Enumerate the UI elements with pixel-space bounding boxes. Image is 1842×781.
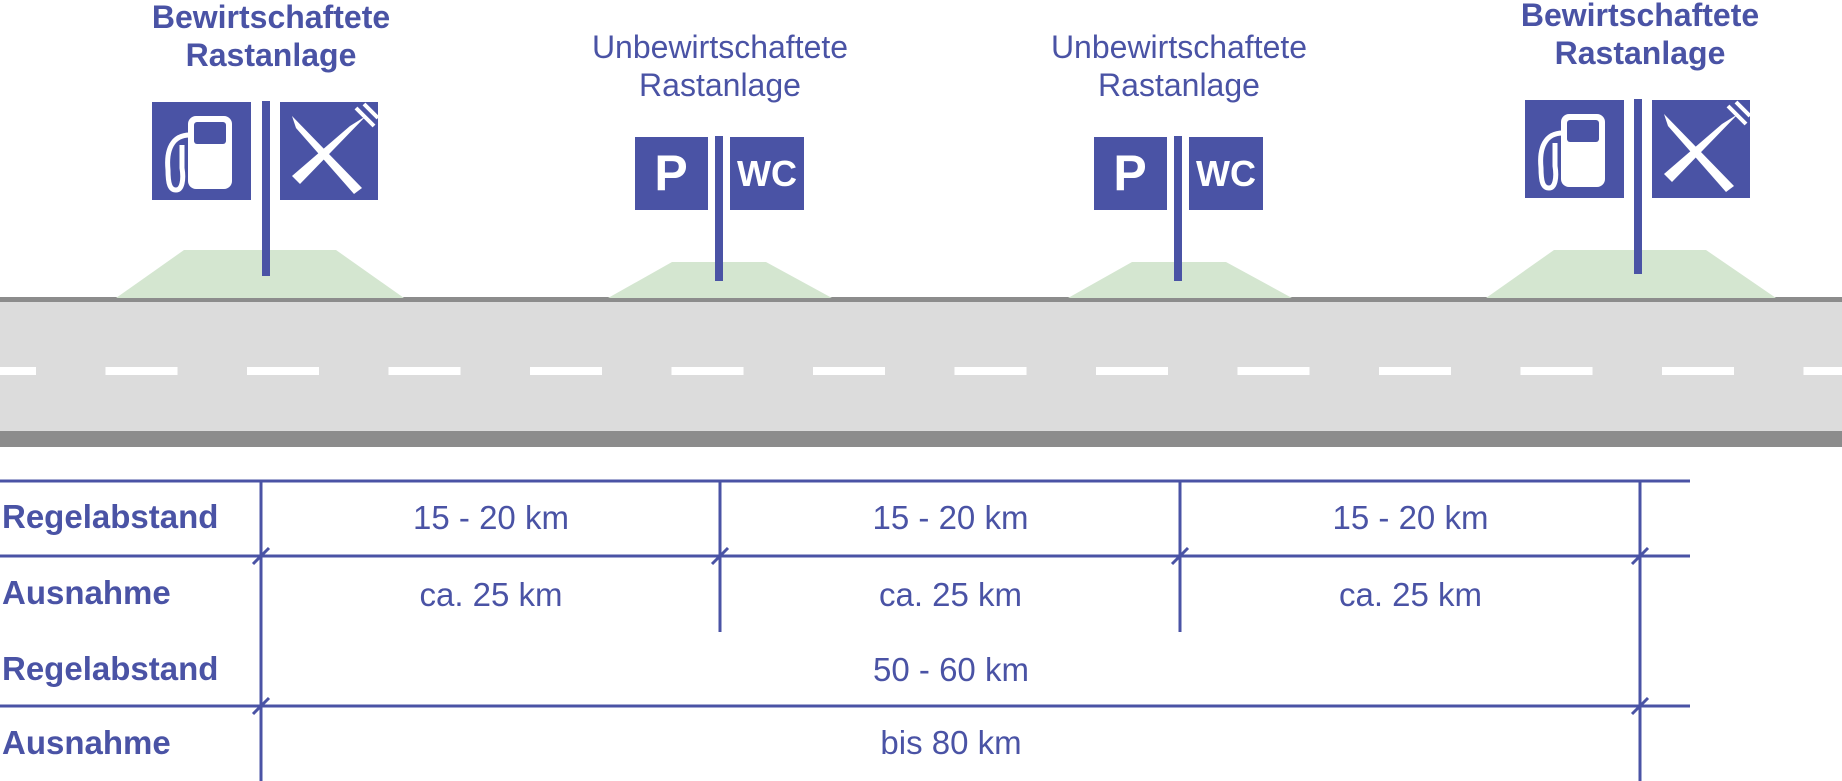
- sign-pole: [715, 136, 723, 281]
- station-title-line: Rastanlage: [639, 67, 801, 104]
- fuel-pump-icon: [152, 102, 251, 200]
- knife-fork-icon: [1652, 100, 1752, 198]
- svg-text:WC: WC: [737, 153, 797, 194]
- distance-cell: 50 - 60 km: [873, 651, 1029, 688]
- svg-text:P: P: [654, 145, 687, 201]
- distance-cell: 15 - 20 km: [413, 499, 569, 536]
- fuel-pump-icon: [1525, 100, 1624, 198]
- row-label-regelabstand: Regelabstand: [2, 498, 219, 535]
- lane-dash: [388, 367, 461, 375]
- station-title-line: Rastanlage: [1098, 67, 1260, 104]
- wc-icon: WC: [1189, 137, 1263, 210]
- distance-cell: ca. 25 km: [1338, 576, 1483, 613]
- lane-dash: [1237, 367, 1310, 375]
- distance-cell: bis 80 km: [880, 724, 1022, 761]
- distance-table-lines: [0, 479, 1690, 781]
- lane-dash: [813, 367, 885, 375]
- station-title-line: Bewirtschaftete: [1520, 0, 1760, 33]
- rest-area-mound: [116, 250, 404, 298]
- svg-text:P: P: [1113, 145, 1146, 201]
- distance-cell: ca. 25 km: [878, 576, 1023, 613]
- sign-pole: [1174, 136, 1182, 281]
- rest-area-mound: [1486, 250, 1776, 298]
- svg-text:WC: WC: [1196, 153, 1256, 194]
- road-top-edge: [0, 297, 1842, 302]
- knife-fork-icon: [280, 102, 380, 200]
- row-label-ausnahme: Ausnahme: [2, 724, 171, 761]
- station-title-line: Bewirtschaftete: [151, 0, 391, 35]
- station-3-title: Unbewirtschaftete Rastanlage: [1029, 28, 1329, 105]
- station-2-title: Unbewirtschaftete Rastanlage: [570, 28, 870, 105]
- lane-dashes: [0, 367, 1842, 375]
- row-label-regelabstand: Regelabstand: [2, 650, 219, 687]
- distance-cell: ca. 25 km: [419, 576, 563, 613]
- station-title-line: Unbewirtschaftete: [591, 29, 849, 65]
- wc-icon: WC: [730, 137, 804, 210]
- lane-dash: [247, 367, 319, 375]
- lane-dash: [671, 367, 744, 375]
- lane-dash: [530, 367, 602, 375]
- road-bottom-edge: [0, 431, 1842, 447]
- lane-dash: [1520, 367, 1593, 375]
- lane-dash: [1379, 367, 1451, 375]
- station-1-title: Bewirtschaftete Rastanlage: [131, 0, 411, 75]
- lane-dash: [1096, 367, 1168, 375]
- station-4-title: Bewirtschaftete Rastanlage: [1500, 0, 1780, 73]
- distance-cell: 15 - 20 km: [1332, 499, 1489, 536]
- row-label-ausnahme: Ausnahme: [2, 574, 171, 611]
- station-title-line: Rastanlage: [1554, 35, 1726, 72]
- sign-pole: [1634, 99, 1642, 274]
- lane-dash: [105, 367, 178, 375]
- sign-pole: [262, 101, 270, 276]
- lane-dash: [1662, 367, 1734, 375]
- lane-dash: [954, 367, 1027, 375]
- lane-dash: [0, 367, 36, 375]
- lane-dash: [1803, 367, 1842, 375]
- parking-icon: P: [1094, 137, 1167, 210]
- distance-cell: 15 - 20 km: [872, 499, 1029, 536]
- station-title-line: Rastanlage: [185, 37, 357, 74]
- parking-icon: P: [635, 137, 708, 210]
- station-title-line: Unbewirtschaftete: [1050, 29, 1308, 65]
